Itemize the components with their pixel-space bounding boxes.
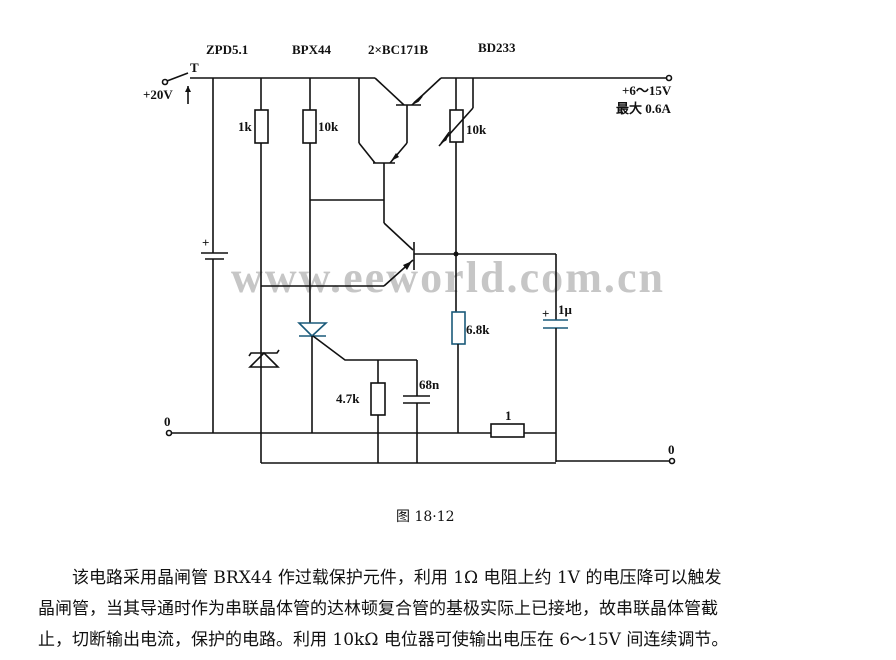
resistor-6-8k [451,311,466,433]
label-battery-plus: + [202,235,209,250]
label-r-6-8k: 6.8k [466,322,490,337]
resistor-1k [254,78,269,463]
label-ground-right: 0 [668,442,675,457]
zener-diode-icon [248,349,280,368]
label-c-plus: + [542,306,549,321]
resistor-10k [302,78,317,323]
transistor-q2-icon [358,78,408,223]
label-ground-left: 0 [164,414,171,429]
label-input: +20V [143,87,173,102]
bottom-rail [261,457,676,465]
label-pot-10k: 10k [466,122,487,137]
top-rail [190,74,673,82]
label-thyristor: BPX44 [292,42,332,57]
description-line-2: 晶闸管，当其导通时作为串联晶体管的达林顿复合管的基极实际上已接地，故串联晶体管截 [38,599,718,619]
transistor-q3-icon [383,222,556,287]
capacitor-1u [543,254,568,462]
label-c-68n: 68n [419,377,440,392]
label-zener: ZPD5.1 [206,42,248,57]
label-power-transistor: BD233 [478,40,516,55]
watermark: www.eeworld.com.cn [231,253,663,302]
label-switch: T [190,60,199,75]
label-r-4-7k: 4.7k [336,391,360,406]
transistor-q1-icon [374,77,442,143]
ground-rail [165,423,556,438]
battery-icon [201,78,228,433]
potentiometer-10k [438,78,474,312]
capacitor-68n [403,360,430,463]
label-c-1u: 1μ [558,302,573,317]
figure-caption: 图 18·12 [396,509,455,525]
thyristor-icon [297,322,417,433]
label-output-max: 最大 0.6A [616,101,672,116]
label-r-1: 1 [505,408,512,423]
description-line-1: 该电路采用晶闸管 BRX44 作过载保护元件，利用 1Ω 电阻上约 1V 的电压… [72,568,722,588]
description-paragraph: 该电路采用晶闸管 BRX44 作过载保护元件，利用 1Ω 电阻上约 1V 的电压… [38,563,864,656]
description-line-3: 止，切断输出电流，保护的电路。利用 10kΩ 电位器可使输出电压在 6～15V … [38,630,729,650]
label-output-voltage: +6～15V [622,83,672,98]
switch-icon [161,72,191,104]
label-r-10k: 10k [318,119,339,134]
circuit-diagram: www.eeworld.com.cn ZPD5.1 BPX44 2×BC171B… [143,40,676,525]
label-darlington: 2×BC171B [368,42,428,57]
resistor-4-7k [370,360,386,463]
label-r-1k: 1k [238,119,253,134]
